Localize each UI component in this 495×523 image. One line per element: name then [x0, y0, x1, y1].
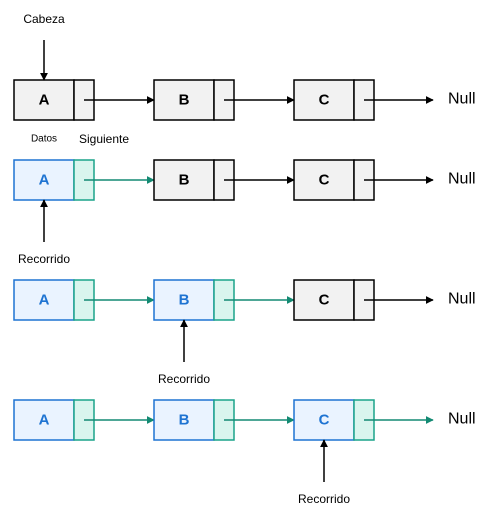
node-data-cell: [293, 279, 355, 321]
node-data-cell: [13, 79, 75, 121]
node-value: C: [319, 92, 330, 109]
null-label: Null: [448, 91, 476, 108]
node-value: C: [319, 412, 330, 429]
node-value: B: [179, 412, 190, 429]
node-value: B: [179, 172, 190, 189]
node-data-cell: [153, 279, 215, 321]
traversal-label: Recorrido: [18, 252, 70, 266]
node-data-cell: [293, 159, 355, 201]
node-value: C: [319, 292, 330, 309]
node-data-cell: [13, 279, 75, 321]
null-label: Null: [448, 411, 476, 428]
traversal-label: Recorrido: [298, 492, 350, 506]
data-caption: Datos: [31, 134, 57, 145]
node-value: A: [39, 92, 50, 109]
node-value: C: [319, 172, 330, 189]
null-label: Null: [448, 171, 476, 188]
node-value: A: [39, 172, 50, 189]
node-data-cell: [153, 79, 215, 121]
null-label: Null: [448, 291, 476, 308]
head-label: Cabeza: [23, 12, 65, 26]
node-value: A: [39, 412, 50, 429]
next-caption: Siguiente: [79, 132, 129, 146]
node-value: A: [39, 292, 50, 309]
traversal-label: Recorrido: [158, 372, 210, 386]
node-data-cell: [13, 399, 75, 441]
node-value: B: [179, 92, 190, 109]
node-value: B: [179, 292, 190, 309]
